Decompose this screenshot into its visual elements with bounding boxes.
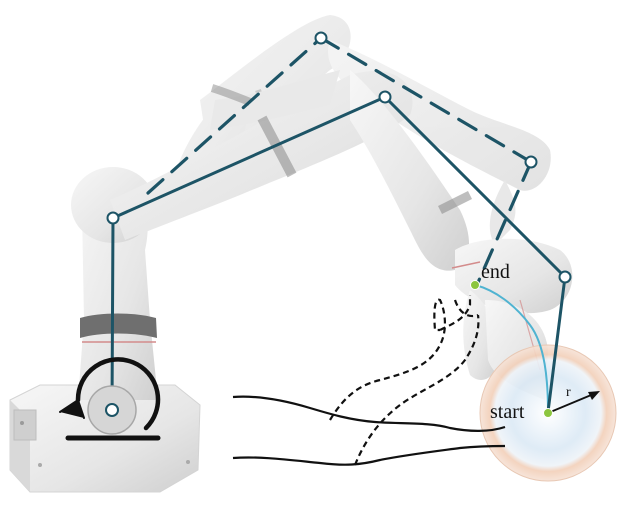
radius-arrow: [547, 391, 600, 414]
radius-label: r: [566, 385, 571, 400]
joint-marker: [106, 211, 120, 225]
end-label: end: [481, 261, 510, 283]
robot-body: [71, 70, 573, 400]
support-dashes: [329, 295, 480, 466]
joint-marker: [524, 155, 538, 169]
end-point: [470, 280, 480, 290]
joint-marker: [314, 31, 328, 45]
joint-markers: [106, 31, 572, 284]
start-label: start: [490, 401, 525, 423]
end-effector-trajectory: [474, 284, 549, 413]
start-point: [543, 408, 553, 418]
joint-marker: [558, 270, 572, 284]
base-joint: [87, 385, 137, 435]
kinematic-links-previous: [146, 36, 533, 289]
ground-contours: [232, 395, 506, 466]
joint-marker: [378, 90, 392, 104]
kinematic-links-current: [110, 95, 567, 414]
rotation-arrow-icon: [59, 357, 161, 441]
